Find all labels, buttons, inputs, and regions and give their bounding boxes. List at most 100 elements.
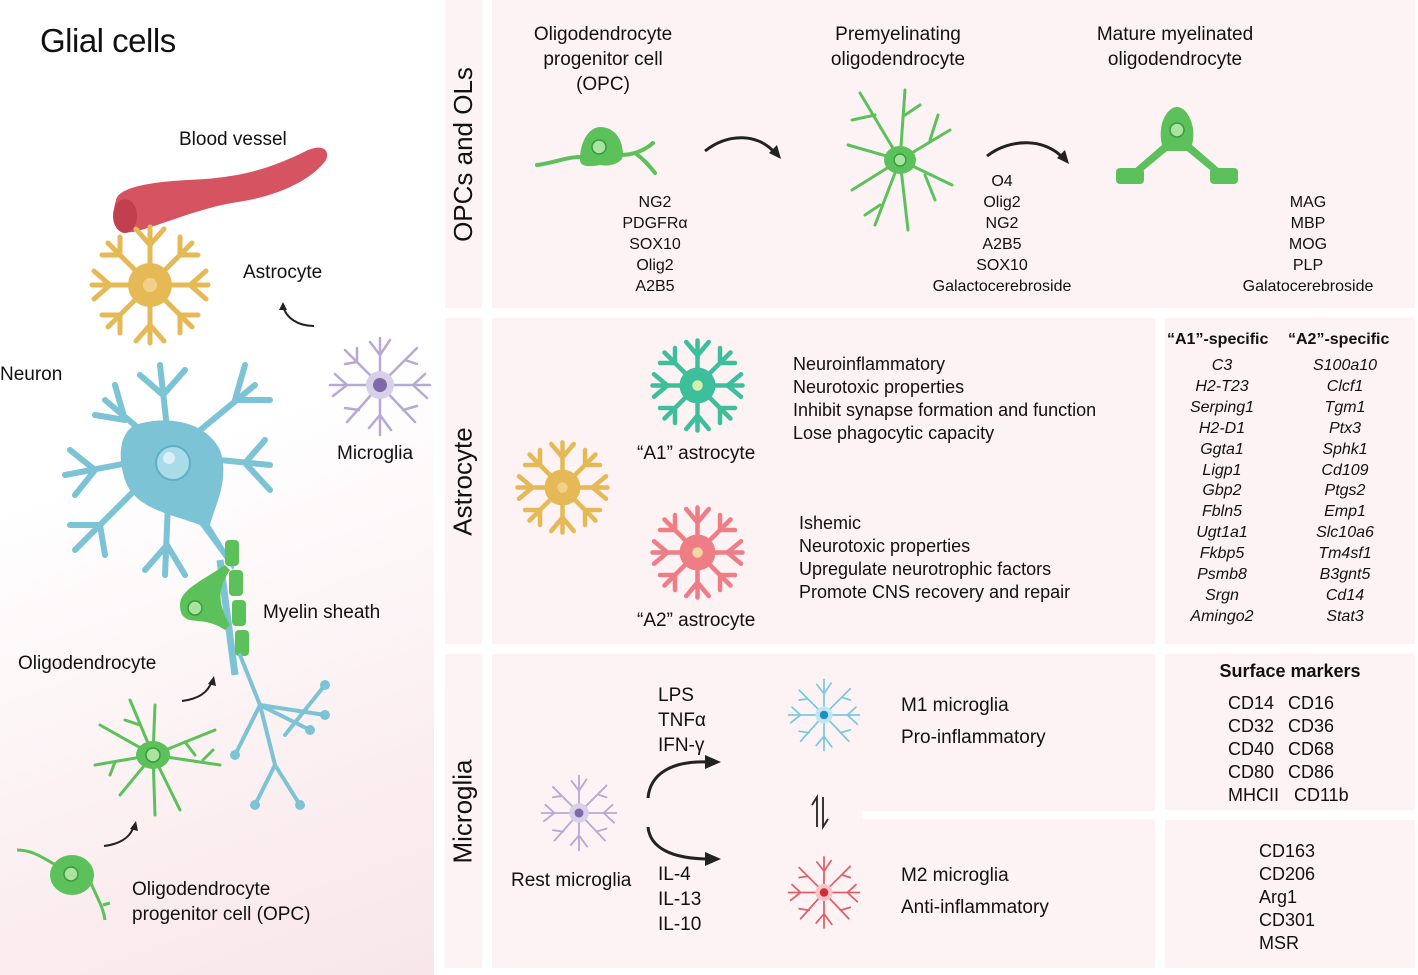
stimulus: IL-4 — [658, 864, 691, 885]
gene: C3 — [1211, 357, 1233, 374]
m2-surface-markers: CD163 CD206 Arg1 CD301 MSR — [1259, 840, 1315, 955]
section-label-astrocyte: Astrocyte — [448, 426, 478, 536]
gene: B3gnt5 — [1319, 566, 1371, 584]
opc-illustration — [16, 848, 111, 921]
property: Lose phagocytic capacity — [793, 423, 995, 443]
stage-title-line: progenitor cell — [543, 49, 663, 70]
gene: Fkbp5 — [1199, 545, 1245, 563]
a2-genes-header: “A2”-specific — [1288, 331, 1390, 348]
marker: MSR — [1259, 933, 1299, 953]
gene: Cd109 — [1321, 461, 1369, 479]
myelin-sheath-label: Myelin sheath — [263, 602, 381, 623]
marker: CD68 — [1288, 739, 1335, 759]
gene: Ligp1 — [1202, 461, 1242, 479]
oligodendrocyte-illustration — [93, 698, 222, 817]
stimulus: IFN-γ — [658, 735, 705, 756]
m2-markers-panel — [1165, 820, 1415, 968]
m2-name: M2 microglia — [901, 865, 1009, 886]
a1-genes-header: “A1”-specific — [1167, 331, 1269, 348]
gene: Tgm1 — [1324, 398, 1366, 416]
marker: Galactocerebroside — [932, 278, 1072, 295]
stimulus: LPS — [658, 685, 694, 706]
astrocyte-illustration — [89, 224, 211, 346]
progression-arrow-icon — [704, 136, 781, 159]
gene: Amingo2 — [1190, 607, 1254, 625]
gene: Clcf1 — [1326, 377, 1364, 395]
a1-gene-list: C3 H2-T23 Serping1 H2-D1 Ggta1 Ligp1 Gbp… — [1168, 356, 1276, 628]
marker: NG2 — [638, 194, 672, 211]
m1-type: Pro-inflammatory — [901, 727, 1046, 748]
marker: MAG — [1289, 194, 1327, 211]
activation-arrow-up-icon — [646, 755, 721, 799]
marker: CD14 — [1228, 693, 1275, 713]
blood-vessel-illustration — [113, 147, 328, 233]
gene: H2-T23 — [1195, 377, 1249, 395]
a2-astrocyte-label: “A2” astrocyte — [637, 610, 756, 631]
a2-astrocyte-illustration — [650, 505, 745, 600]
equilibrium-arrows-icon — [811, 793, 829, 831]
opc-label-line2: progenitor cell (OPC) — [132, 904, 311, 925]
opc-label-line1: Oligodendrocyte — [132, 879, 271, 900]
marker: CD32 — [1228, 716, 1275, 736]
marker: PDGFRα — [622, 215, 688, 232]
curved-arrow-icon — [279, 302, 315, 327]
property: Neurotoxic properties — [793, 377, 965, 397]
gene: Cd14 — [1325, 586, 1365, 604]
marker: Arg1 — [1259, 887, 1298, 907]
marker: CD11b — [1294, 785, 1349, 805]
opc-cell-illustration — [535, 127, 657, 175]
stage-title-line: Premyelinating — [835, 24, 961, 45]
stimulus: IL-13 — [658, 889, 702, 910]
blood-vessel-label: Blood vessel — [179, 129, 287, 150]
oligodendrocyte-label: Oligodendrocyte — [18, 653, 157, 674]
property: Ishemic — [799, 513, 862, 533]
mature-markers: MAG MBP MOG PLP Galatocerebroside — [1228, 192, 1388, 297]
gene: Serping1 — [1189, 398, 1255, 416]
astrocyte-label: Astrocyte — [243, 262, 323, 283]
marker: Olig2 — [983, 194, 1021, 211]
marker: A2B5 — [635, 278, 675, 295]
a1-astrocyte-illustration — [650, 338, 745, 433]
property: Promote CNS recovery and repair — [799, 582, 1071, 602]
m2-microglia-illustration — [787, 856, 861, 929]
marker: NG2 — [985, 215, 1019, 232]
a2-gene-list: S100a10 Clcf1 Tgm1 Ptx3 Sphk1 Cd109 Ptgs… — [1290, 356, 1400, 628]
a1-astrocyte-label: “A1” astrocyte — [637, 443, 756, 464]
rest-microglia-label: Rest microglia — [511, 870, 632, 891]
gene: Ptgs2 — [1324, 482, 1366, 500]
m1-markers-panel — [1165, 654, 1415, 810]
rest-microglia-illustration — [540, 774, 618, 852]
marker: A2B5 — [982, 236, 1022, 253]
stage-opc-title: Oligodendrocyte progenitor cell (OPC) — [503, 22, 703, 97]
property: Neuroinflammatory — [793, 354, 946, 374]
m1-stimuli: LPS TNFα IFN-γ — [658, 683, 706, 758]
microglia-label: Microglia — [337, 443, 414, 464]
gene: Emp1 — [1324, 503, 1366, 521]
astrocyte-genes-panel — [1165, 318, 1415, 644]
stage-title-line: Mature myelinated — [1096, 24, 1254, 45]
section-label-opcs-bg — [445, 0, 482, 308]
stage-title-line: oligodendrocyte — [830, 49, 966, 70]
m1-name: M1 microglia — [901, 695, 1009, 716]
neuron-label: Neuron — [0, 364, 63, 385]
marker: PLP — [1292, 257, 1324, 274]
marker: CD206 — [1259, 864, 1316, 884]
m2-stimuli: IL-4 IL-13 IL-10 — [658, 862, 701, 937]
gene: H2-D1 — [1198, 419, 1246, 437]
property: Upregulate neurotrophic factors — [799, 559, 1052, 579]
a2-properties: Ishemic Neurotoxic properties Upregulate… — [799, 512, 1070, 604]
stage-premyelinating-title: Premyelinating oligodendrocyte — [798, 22, 998, 72]
activation-arrow-down-icon — [646, 826, 721, 866]
marker: O4 — [991, 173, 1013, 190]
premyelinating-cell-illustration — [846, 88, 954, 232]
premyelinating-markers: O4 Olig2 NG2 A2B5 SOX10 Galactocerebrosi… — [922, 171, 1082, 297]
property: Inhibit synapse formation and function — [793, 400, 1097, 420]
section-label-microglia-bg — [445, 654, 482, 968]
marker: Galatocerebroside — [1242, 278, 1374, 295]
stage-title-line: oligodendrocyte — [1107, 49, 1243, 70]
microglia-illustration — [328, 336, 432, 437]
section-label-opcs: OPCs and OLs — [448, 66, 479, 242]
